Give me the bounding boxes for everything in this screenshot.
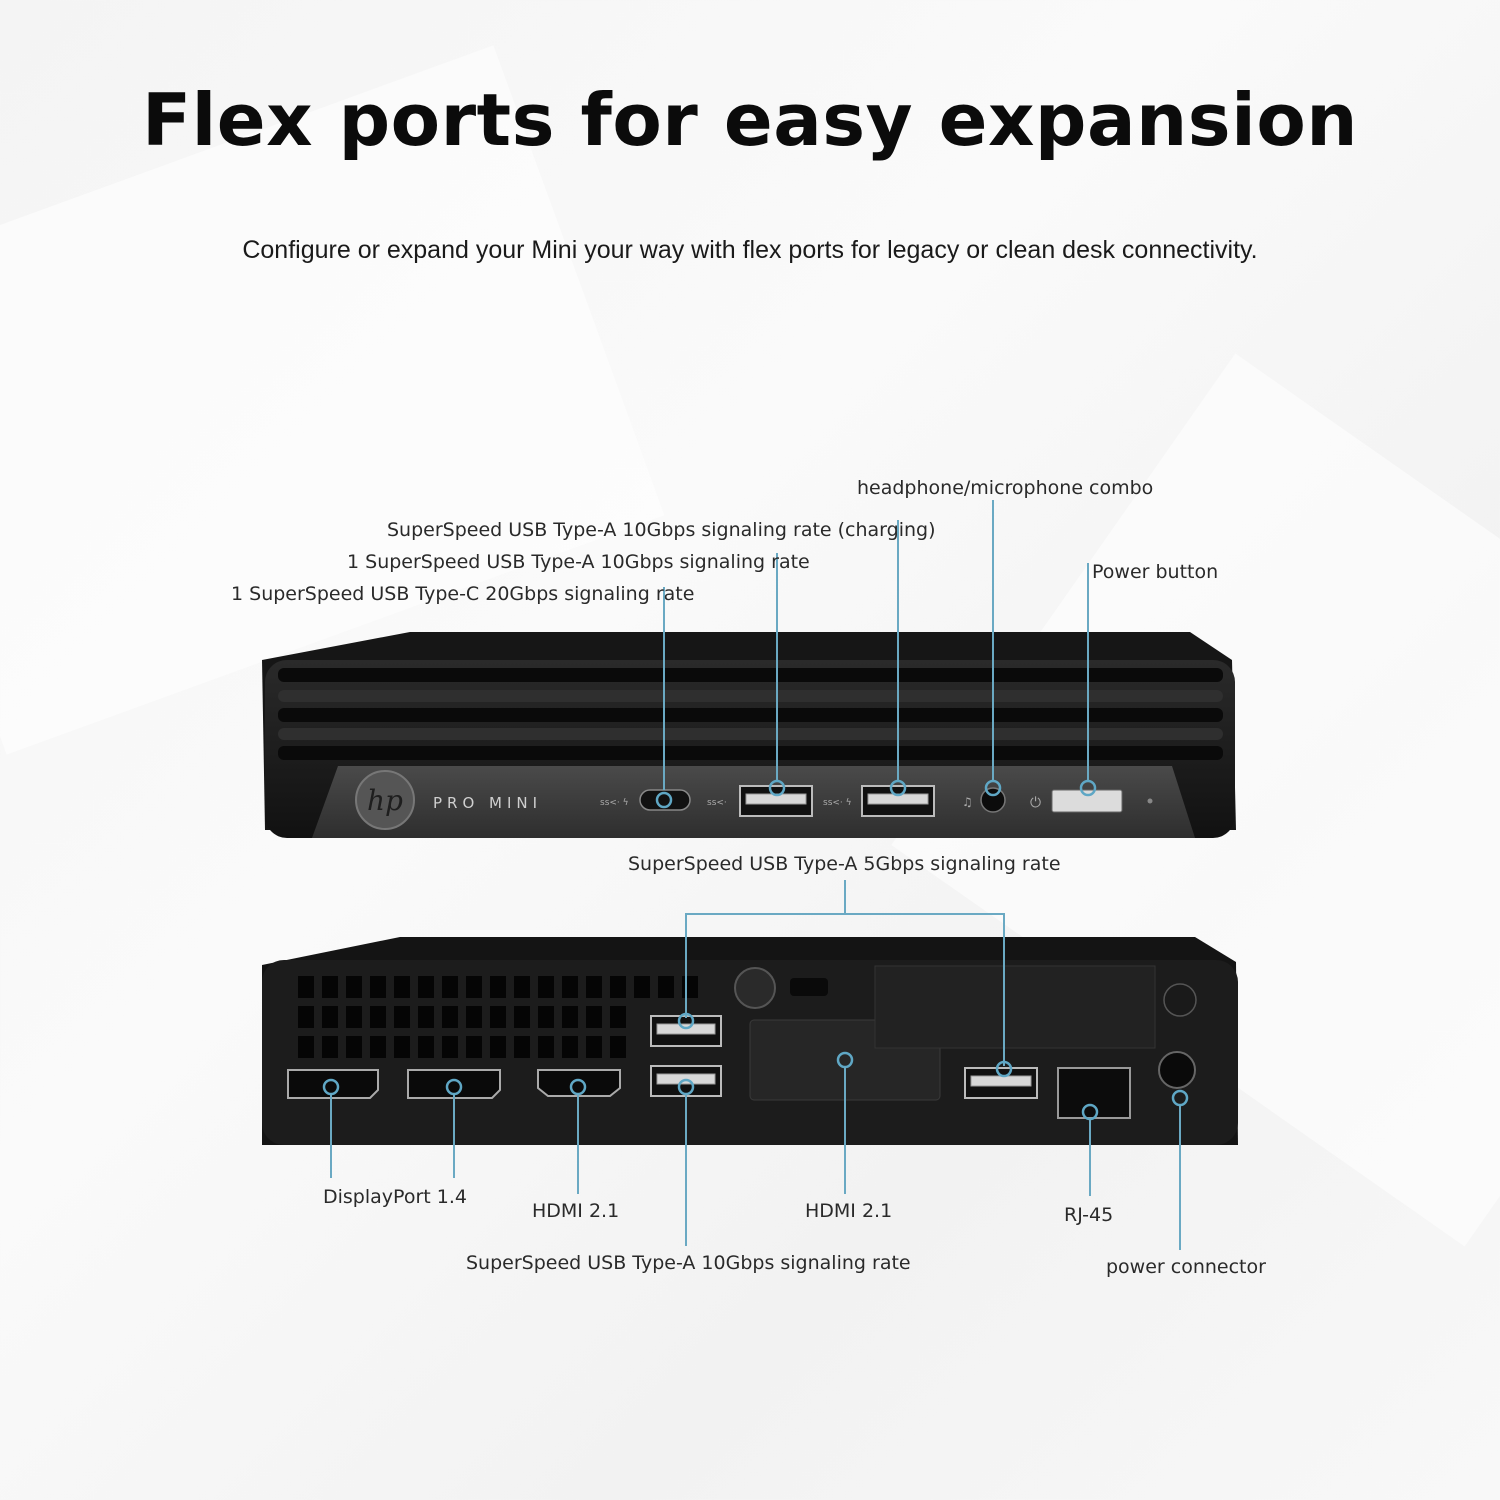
flex-io-cover: [874, 965, 1156, 1049]
svg-text:⏻: ⏻: [1030, 795, 1041, 811]
hp-logo-icon: [355, 770, 415, 830]
label-usb-a-charging: SuperSpeed USB Type-A 10Gbps signaling r…: [387, 519, 936, 541]
label-audio: headphone/microphone combo: [857, 477, 1153, 499]
model-name: PRO MINI: [433, 794, 542, 812]
label-usb-c: 1 SuperSpeed USB Type-C 20Gbps signaling…: [231, 583, 694, 605]
svg-text:ss<· ϟ: ss<· ϟ: [600, 798, 629, 808]
svg-text:ss<· ϟ: ss<· ϟ: [823, 798, 852, 808]
power-led-icon: [1147, 798, 1153, 804]
rear-view: [262, 937, 1238, 1145]
power-connector-icon: [1158, 1051, 1196, 1089]
thumbscrew-icon: [734, 967, 776, 1009]
label-hdmi-left: HDMI 2.1: [532, 1200, 619, 1222]
brand-logo-text: hp: [367, 784, 403, 817]
front-view: hp PRO MINI ss<· ϟ ss<· ss<· ϟ ♫ ⏻: [262, 632, 1236, 838]
rj45-port-icon: [1057, 1067, 1131, 1119]
label-hdmi-flex: HDMI 2.1: [805, 1200, 892, 1222]
label-displayport: DisplayPort 1.4: [323, 1186, 467, 1208]
displayport-icon: [287, 1069, 379, 1099]
label-usb-a-5gbps: SuperSpeed USB Type-A 5Gbps signaling ra…: [628, 853, 1061, 875]
svg-text:ss<·: ss<·: [707, 798, 727, 808]
audio-jack-icon: [980, 787, 1006, 813]
label-power-connector: power connector: [1106, 1256, 1266, 1278]
power-button-icon: [1051, 789, 1123, 813]
label-power-button: Power button: [1092, 561, 1218, 583]
vent-grid: [298, 976, 698, 1058]
front-callouts: [655, 500, 1097, 809]
hdmi-port-icon: [537, 1069, 621, 1097]
svg-text:♫: ♫: [962, 795, 973, 809]
label-usb-a-10gbps: SuperSpeed USB Type-A 10Gbps signaling r…: [466, 1252, 911, 1274]
label-usb-a-10: 1 SuperSpeed USB Type-A 10Gbps signaling…: [347, 551, 810, 573]
displayport-icon: [407, 1069, 501, 1099]
label-rj45: RJ-45: [1064, 1204, 1113, 1226]
subtitle: Configure or expand your Mini your way w…: [242, 236, 1258, 264]
headline: Flex ports for easy expansion: [141, 78, 1359, 162]
lock-slot-icon: [790, 978, 828, 996]
rear-callouts: [322, 880, 1189, 1250]
